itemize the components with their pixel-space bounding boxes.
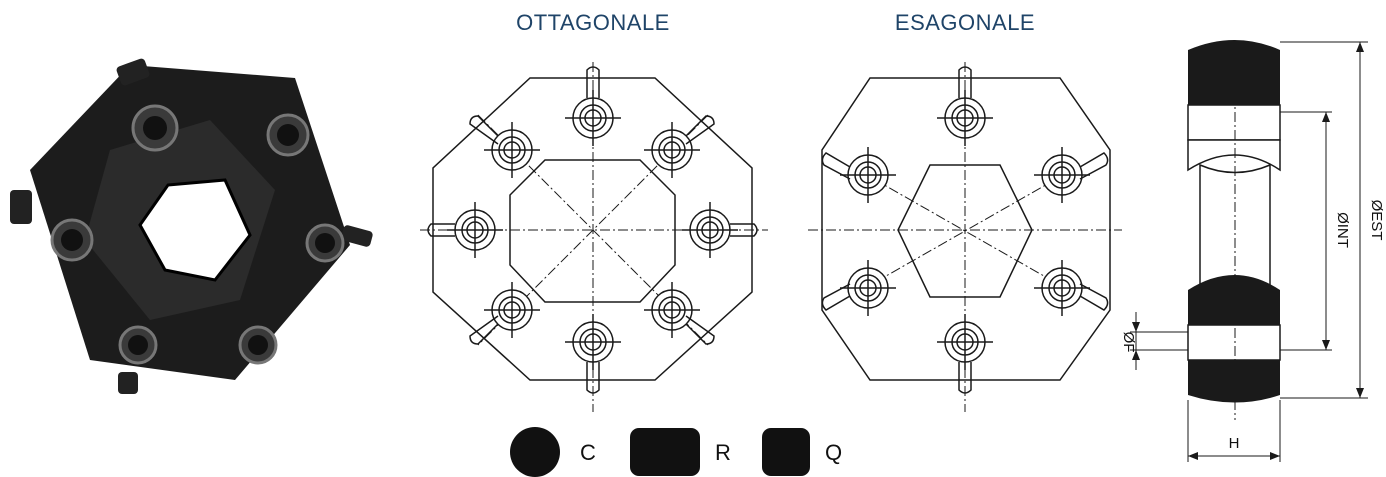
legend-label-q: Q bbox=[825, 440, 842, 465]
legend-rounded-square-swatch bbox=[762, 428, 810, 476]
hexagonal-title: ESAGONALE bbox=[895, 10, 1035, 35]
section-view: ØEST ØINT ØF H bbox=[1120, 40, 1385, 462]
legend-label-r: R bbox=[715, 440, 731, 465]
legend-circle-swatch bbox=[510, 427, 560, 477]
octagon-outer bbox=[432, 77, 753, 381]
hexagonal-drawing bbox=[808, 62, 1122, 412]
inner-diameter-label: ØINT bbox=[1334, 212, 1351, 248]
legend-rounded-rectangle-swatch bbox=[630, 428, 700, 476]
octagonal-drawing bbox=[420, 62, 768, 412]
octagonal-title: OTTAGONALE bbox=[516, 10, 670, 35]
product-photo bbox=[10, 58, 373, 394]
legend: C R Q bbox=[510, 427, 842, 477]
outer-diameter-label: ØEST bbox=[1368, 200, 1385, 241]
hexagon-outer bbox=[821, 77, 1111, 381]
legend-label-c: C bbox=[580, 440, 596, 465]
hole-diameter-label: ØF bbox=[1120, 332, 1137, 353]
height-label: H bbox=[1229, 435, 1240, 452]
